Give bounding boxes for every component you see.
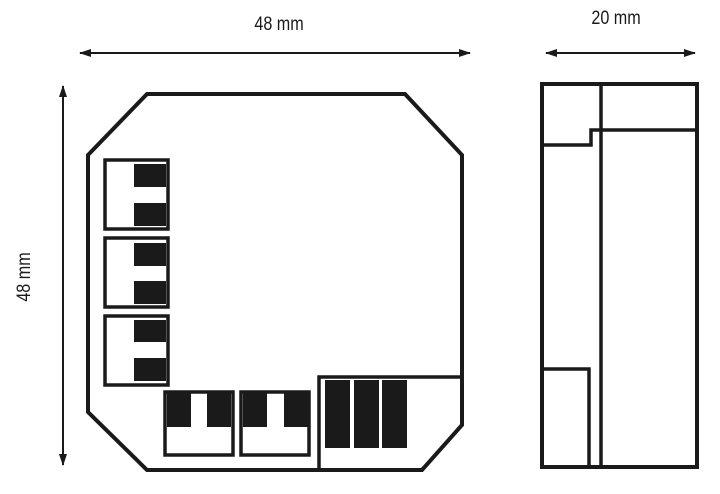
connector-section	[317, 375, 462, 470]
terminal-block	[239, 390, 311, 457]
terminal-contact	[284, 393, 308, 427]
terminal-block	[103, 236, 170, 309]
connector-pin	[354, 380, 379, 448]
terminal-contact	[134, 320, 166, 342]
terminal-contact	[134, 358, 166, 381]
terminal-contact	[243, 393, 267, 427]
side-step	[542, 128, 601, 147]
terminal-block	[103, 158, 170, 231]
front-view-outline	[86, 92, 464, 472]
terminal-contact	[134, 164, 166, 187]
terminal-contact	[134, 281, 166, 304]
connector-pin	[382, 380, 407, 448]
terminal-contact	[207, 393, 231, 427]
height-dimension-label: 48 mm	[14, 252, 36, 302]
terminal-contact	[134, 203, 166, 226]
width-dimension-label: 48 mm	[254, 14, 304, 35]
side-bottom-block	[542, 367, 591, 467]
terminal-contact	[134, 243, 166, 266]
terminal-contact	[167, 393, 191, 427]
terminal-block	[103, 314, 170, 387]
side-view-outline	[540, 82, 699, 469]
terminal-block	[163, 390, 235, 457]
depth-dimension-label: 20 mm	[591, 8, 641, 29]
connector-pin	[325, 380, 350, 448]
